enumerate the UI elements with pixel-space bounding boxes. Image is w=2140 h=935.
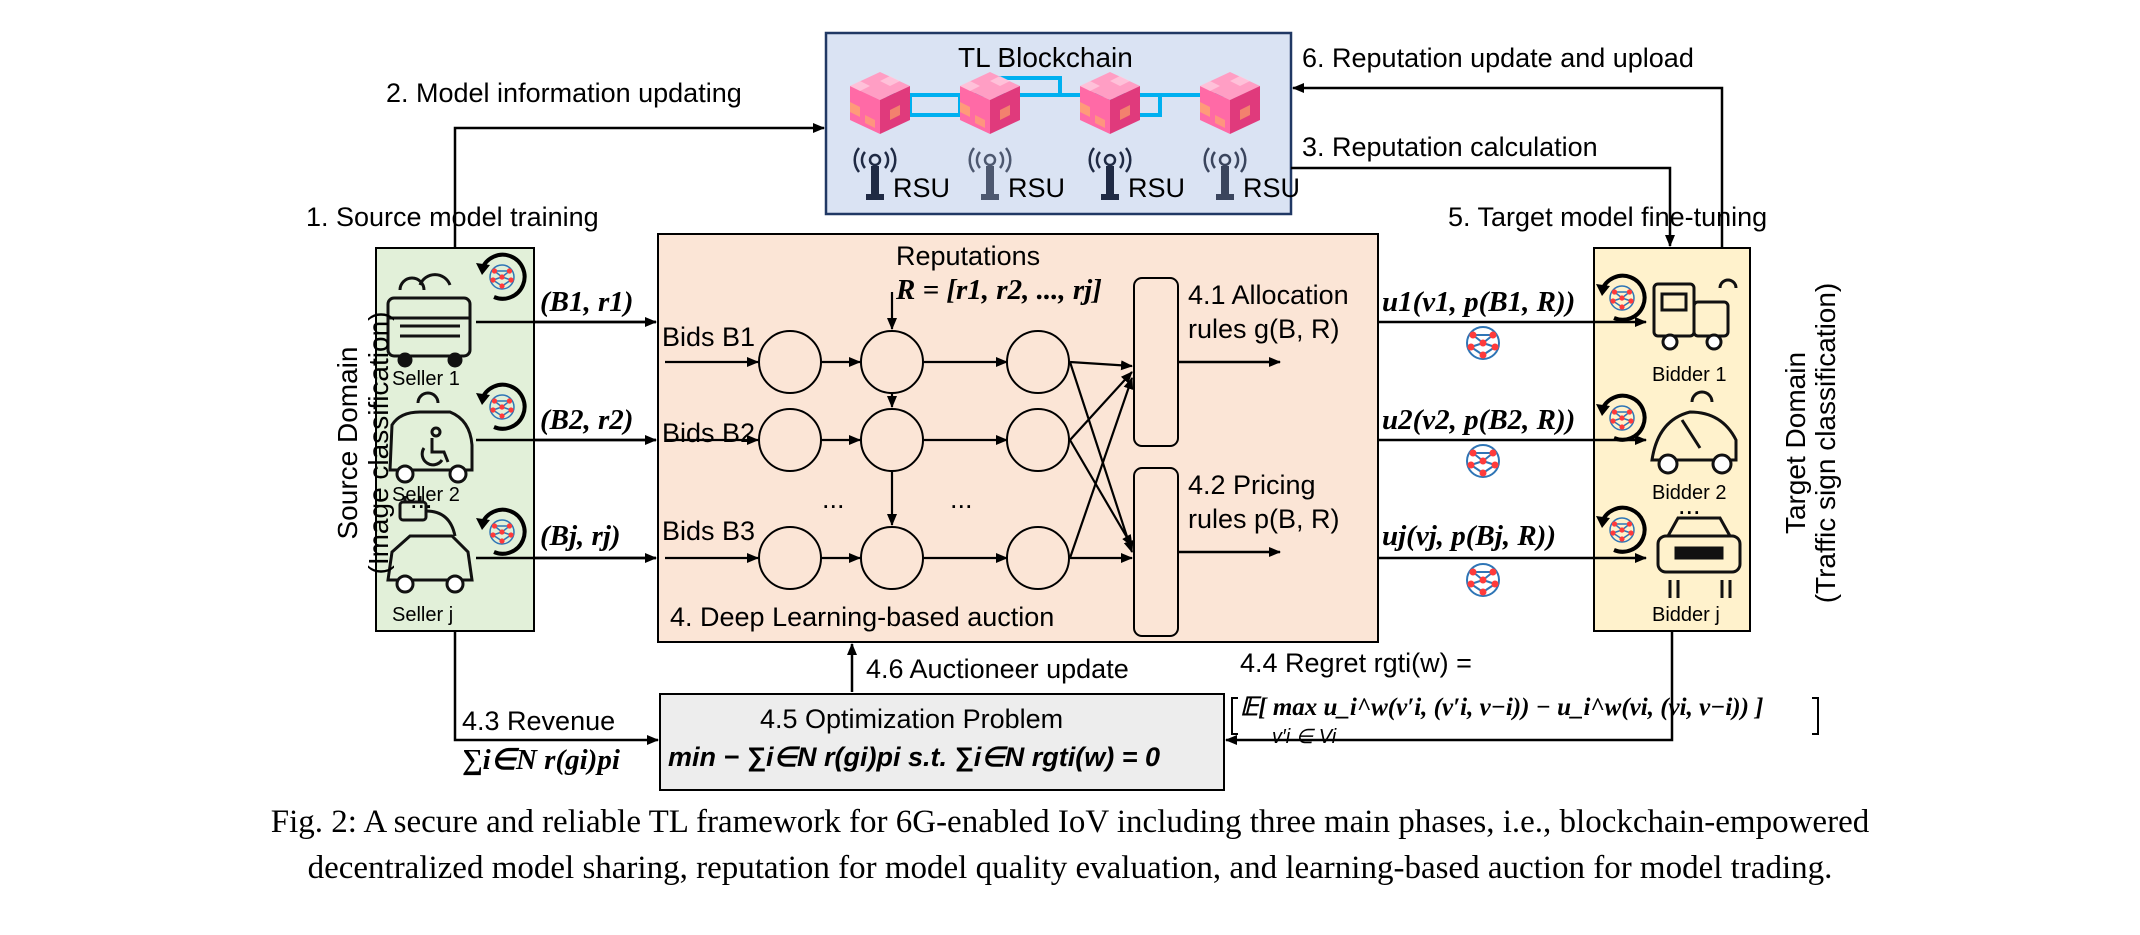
seller-label-1: Seller 1 [392, 368, 460, 390]
allocation-rules-line2: rules g(B, R) [1188, 314, 1340, 344]
wheelchair-car-icon [388, 391, 474, 484]
step-46-label: 4.6 Auctioneer update [866, 654, 1129, 684]
bidder-label-j: Bidder j [1652, 604, 1720, 626]
pricing-rules-line1: 4.2 Pricing [1188, 470, 1316, 500]
step-43-label: 4.3 Revenue [462, 706, 616, 736]
rsu-label: RSU [893, 173, 951, 203]
autonomous-car-icon [1656, 516, 1742, 598]
target-domain-title: Target Domain [1780, 351, 1811, 535]
reputations-title: Reputations [896, 241, 1041, 271]
nn-ellipsis: ... [950, 484, 973, 514]
target-domain-subtitle: (Traffic sign classification) [1810, 282, 1841, 604]
bidder-ellipsis: ... [1678, 490, 1701, 520]
step-6-label: 6. Reputation update and upload [1302, 43, 1694, 73]
allocation-layer [1133, 277, 1179, 447]
nn-node [860, 526, 924, 590]
step-44-formula: 𝔼[ max u_i^w(v′i, (v′i, v−i)) − u_i^w(vi… [1240, 694, 1764, 721]
arrow-reputation-update [1292, 83, 1724, 248]
rsu-label: RSU [1008, 173, 1066, 203]
figure-caption: Fig. 2: A secure and reliable TL framewo… [40, 800, 2100, 891]
arrow-revenue [453, 631, 659, 745]
seller-label-2: Seller 2 [392, 484, 460, 506]
blockchain-title: TL Blockchain [958, 42, 1133, 73]
nn-node [1006, 526, 1070, 590]
bidder-label-1: Bidder 1 [1652, 364, 1727, 386]
utility-2: u2(v2, p(B2, R)) [1382, 404, 1576, 436]
source-domain-title: Source Domain [332, 346, 363, 540]
model-icon [1466, 563, 1500, 597]
nn-node [860, 408, 924, 472]
bid-pair-1: (B1, r1) [540, 286, 634, 318]
truck-icon [1652, 278, 1738, 351]
nn-node [758, 526, 822, 590]
caption-line-1: Fig. 2: A secure and reliable TL framewo… [270, 804, 1870, 840]
bids-label-1: Bids B1 [662, 322, 756, 352]
optimization-box [659, 693, 1225, 791]
optimization-formula: min − ∑i∈N r(gi)pi s.t. ∑i∈N rgti(w) = 0 [668, 742, 1161, 772]
caption-line-2: decentralized model sharing, reputation … [307, 849, 1833, 886]
step-44-label: 4.4 Regret rgti(w) = [1240, 648, 1472, 678]
model-icon [1466, 326, 1500, 360]
step-43-formula: ∑i∈N r(gi)pi [462, 744, 620, 776]
utility-1: u1(v1, p(B1, R)) [1382, 286, 1576, 318]
step-5-label: 5. Target model fine-tuning [1448, 202, 1768, 232]
nn-node [758, 330, 822, 394]
nn-node [1006, 330, 1070, 394]
bids-label-2: Bids B2 [662, 418, 756, 448]
bidder-label-2: Bidder 2 [1652, 482, 1727, 504]
step-3-label: 3. Reputation calculation [1302, 132, 1598, 162]
model-icon [1466, 444, 1500, 478]
nn-node [758, 408, 822, 472]
nn-node [1006, 408, 1070, 472]
bid-pair-2: (B2, r2) [540, 404, 634, 436]
smart-car-icon [1650, 390, 1738, 475]
nn-node [860, 330, 924, 394]
electric-car-icon [386, 496, 474, 594]
arrow-reputation-calculation [1291, 166, 1675, 247]
optimization-title: 4.5 Optimization Problem [760, 704, 1064, 734]
pricing-rules-line2: rules p(B, R) [1188, 504, 1340, 534]
arrow-regret [1225, 631, 1674, 745]
seller-label-j: Seller j [392, 604, 454, 626]
step-1-label: 1. Source model training [306, 202, 599, 232]
pricing-layer [1133, 467, 1179, 637]
step-44-subscript: v′i ∈ Vi [1272, 726, 1337, 748]
reputations-formula: R = [r1, r2, ..., rj] [896, 274, 1102, 306]
step-2-label: 2. Model information updating [386, 78, 742, 108]
rsu-label: RSU [1243, 173, 1301, 203]
utility-j: uj(vj, p(Bj, R)) [1382, 520, 1556, 552]
chain-link-detail [880, 76, 1230, 117]
seller-ellipsis: ... [410, 484, 433, 514]
neural-network [665, 292, 1134, 563]
bus-icon [386, 273, 472, 368]
nn-ellipsis: ... [822, 484, 845, 514]
step-4-label: 4. Deep Learning-based auction [670, 602, 1055, 632]
arrow-model-info-updating [453, 123, 825, 248]
source-domain-subtitle: (Image classification) [363, 311, 394, 575]
allocation-rules-line1: 4.1 Allocation [1188, 280, 1349, 310]
bids-label-3: Bids B3 [662, 516, 756, 546]
rsu-label: RSU [1128, 173, 1186, 203]
bid-pair-j: (Bj, rj) [540, 520, 621, 552]
